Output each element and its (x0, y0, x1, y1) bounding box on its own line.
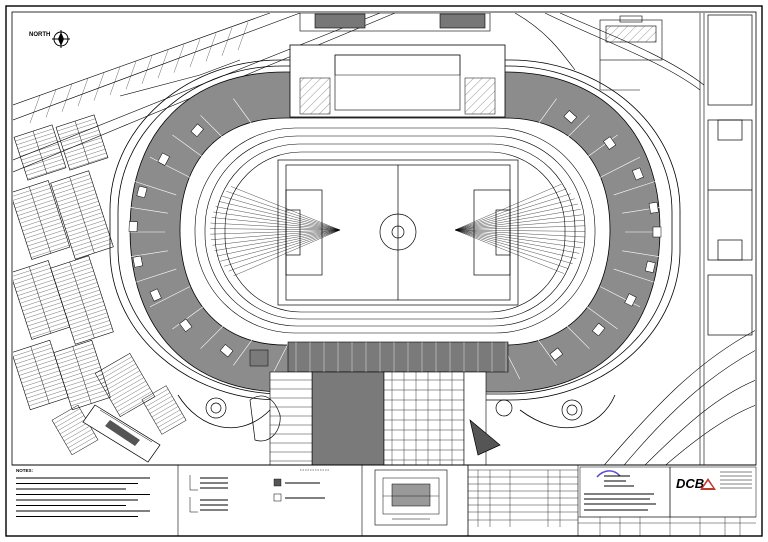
athletics-track (194, 127, 596, 334)
drawing-title-lines (584, 475, 656, 511)
sightline-rays (210, 183, 585, 277)
title-block: DCB (468, 466, 757, 536)
stand-vomitories (128, 110, 662, 361)
client-logo-icon (596, 470, 621, 478)
revision-table (468, 469, 578, 527)
left-parking-area (13, 114, 114, 411)
service-building-rooms (270, 342, 507, 465)
ramp-structure (82, 404, 161, 463)
legend-block (189, 469, 330, 513)
notes-lines (16, 477, 150, 517)
north-label: NORTH (29, 32, 50, 38)
company-address-lines (720, 471, 752, 489)
top-structures (299, 13, 576, 71)
plaza-features (205, 395, 583, 456)
right-roads (544, 13, 755, 465)
upper-left-parking (29, 22, 249, 124)
practice-pitches (707, 14, 753, 336)
main-stand (289, 44, 506, 118)
drawing-info-row (578, 516, 756, 536)
sheet-border (5, 5, 763, 537)
site-drawing (13, 13, 755, 465)
seating-aisles (120, 98, 670, 380)
top-right-building (599, 15, 663, 91)
notes-block: NOTES: (16, 468, 150, 517)
bottom-strip (12, 464, 756, 536)
notes-heading: NOTES: (16, 468, 34, 473)
key-plan (374, 469, 448, 526)
company-logo-text: DCB (676, 476, 704, 491)
north-arrow-icon (52, 30, 70, 48)
service-building (249, 341, 509, 465)
bottom-left-parking (51, 353, 187, 456)
